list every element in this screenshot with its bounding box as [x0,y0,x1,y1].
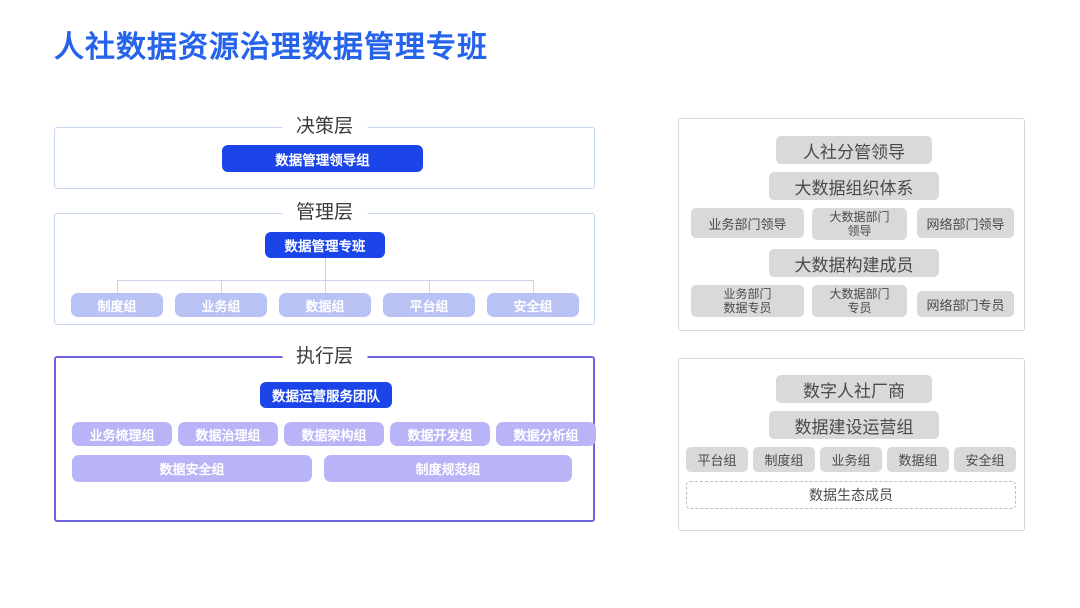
connector-drop-1 [117,280,118,293]
execution-group-chip[interactable]: 数据架构组 [284,422,384,446]
connector-drop-5 [533,280,534,293]
management-group-chip[interactable]: 制度组 [71,293,163,317]
org-subhead-chip[interactable]: 大数据组织体系 [769,172,939,200]
org-specialist-line: 业务部门 [723,287,772,301]
org-specialist-line: 数据专员 [723,301,772,315]
execution-group-wide-chip[interactable]: 制度规范组 [324,455,572,482]
org-specialist-line: 专员 [847,301,872,315]
connector-drop-4 [429,280,430,293]
execution-layer-head-chip[interactable]: 数据运营服务团队 [260,382,392,408]
management-group-chip[interactable]: 平台组 [383,293,475,317]
execution-group-chip[interactable]: 数据开发组 [390,422,490,446]
org-specialist-chip[interactable]: 大数据部门 专员 [812,285,907,317]
org-leader-chip[interactable]: 网络部门领导 [917,208,1014,238]
org-builder-band-chip[interactable]: 大数据构建成员 [769,249,939,277]
management-layer-panel: 管理层 数据管理专班 制度组 业务组 数据组 平台组 安全组 [54,200,595,325]
execution-layer-panel: 执行层 数据运营服务团队 业务梳理组 数据治理组 数据架构组 数据开发组 数据分… [54,344,596,522]
execution-layer-caption: 执行层 [281,344,368,370]
org-structure-panel: 人社分管领导 大数据组织体系 业务部门领导 大数据部门 领导 网络部门领导 大数… [678,118,1025,331]
org-specialist-line: 大数据部门 [829,287,890,301]
management-group-chip[interactable]: 数据组 [279,293,371,317]
vendor-group-chip[interactable]: 安全组 [954,447,1016,472]
execution-group-chip[interactable]: 业务梳理组 [72,422,172,446]
connector-drop-2 [221,280,222,293]
vendor-head-chip[interactable]: 数字人社厂商 [776,375,932,403]
execution-group-wide-chip[interactable]: 数据安全组 [72,455,312,482]
connector-stem [325,258,326,280]
management-group-chip[interactable]: 安全组 [487,293,579,317]
vendor-group-chip[interactable]: 制度组 [753,447,815,472]
org-leader-chip[interactable]: 业务部门领导 [691,208,804,238]
vendor-footer-chip[interactable]: 数据生态成员 [686,481,1016,509]
execution-group-chip[interactable]: 数据治理组 [178,422,278,446]
management-layer-caption: 管理层 [281,200,368,226]
org-specialist-chip[interactable]: 网络部门专员 [917,291,1014,317]
management-group-chip[interactable]: 业务组 [175,293,267,317]
org-leader-line: 领导 [847,224,872,238]
vendor-group-chip[interactable]: 数据组 [887,447,949,472]
org-head-chip[interactable]: 人社分管领导 [776,136,932,164]
vendor-group-chip[interactable]: 业务组 [820,447,882,472]
management-layer-head-chip[interactable]: 数据管理专班 [265,232,385,258]
vendor-ecosystem-panel: 数字人社厂商 数据建设运营组 平台组 制度组 业务组 数据组 安全组 数据生态成… [678,358,1025,531]
decision-layer-panel: 决策层 数据管理领导组 [54,114,595,189]
execution-group-chip[interactable]: 数据分析组 [496,422,596,446]
org-leader-line: 大数据部门 [829,210,890,224]
connector-drop-3 [325,280,326,293]
org-specialist-chip[interactable]: 业务部门 数据专员 [691,285,804,317]
vendor-group-chip[interactable]: 平台组 [686,447,748,472]
decision-layer-caption: 决策层 [281,114,368,140]
decision-layer-head-chip[interactable]: 数据管理领导组 [222,145,423,172]
vendor-subhead-chip[interactable]: 数据建设运营组 [769,411,939,439]
page-title: 人社数据资源治理数据管理专班 [54,31,488,64]
org-leader-chip[interactable]: 大数据部门 领导 [812,208,907,240]
